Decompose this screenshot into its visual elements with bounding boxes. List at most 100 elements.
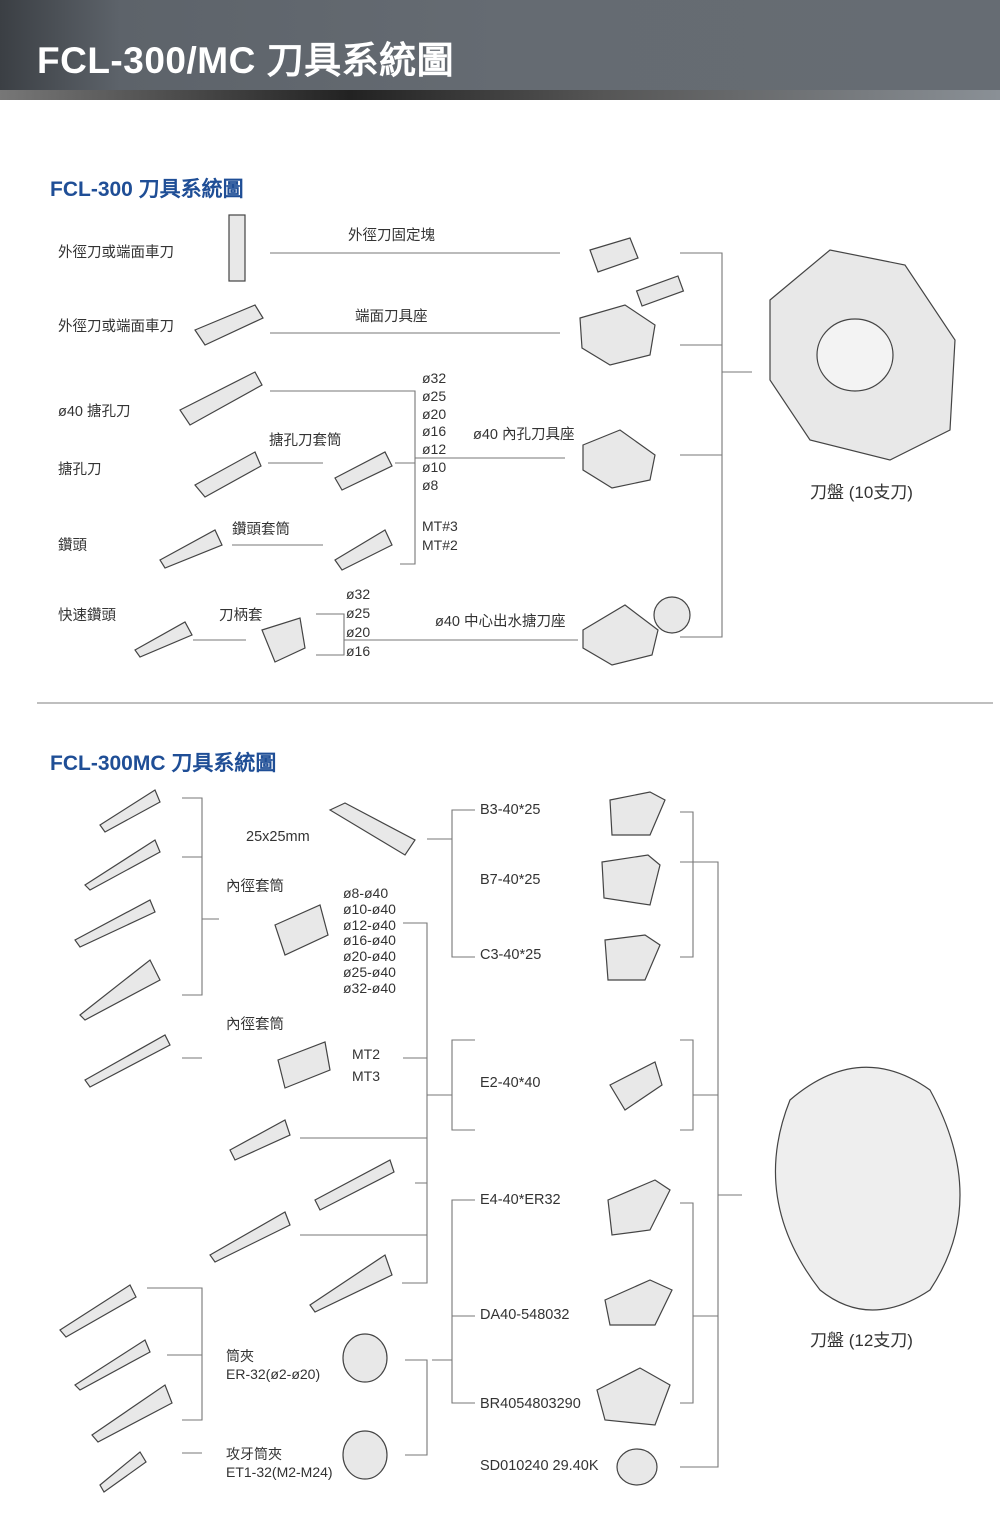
id-sleeve-size-list: ø8-ø40 ø10-ø40 ø12-ø40 ø16-ø40 ø20-ø40 ø… bbox=[343, 885, 396, 997]
b7-holder-icon bbox=[601, 854, 661, 906]
section1-title: FCL-300 刀具系統圖 bbox=[50, 178, 244, 201]
end-mill-icon bbox=[309, 1254, 393, 1313]
mt-size: MT3 bbox=[352, 1068, 380, 1084]
section1-tools bbox=[134, 214, 956, 666]
tap-collet-spec: ET1-32(M2-M24) bbox=[226, 1463, 333, 1480]
flange-icon bbox=[653, 596, 691, 634]
banner-strip bbox=[0, 90, 1000, 100]
e2-holder-icon bbox=[609, 1061, 663, 1111]
boring-sleeve-icon bbox=[334, 451, 393, 491]
drill-icon bbox=[159, 529, 223, 569]
boring-bar-icon bbox=[194, 451, 262, 498]
bore-size: ø32 bbox=[422, 370, 447, 386]
shank-size: ø20 bbox=[346, 624, 371, 640]
collet-name: 筒夾 bbox=[226, 1348, 254, 1364]
quick-drill-icon bbox=[209, 1211, 291, 1263]
shank-sleeve-icon bbox=[261, 617, 306, 663]
id-sleeve-icon bbox=[274, 904, 329, 956]
quick-drill-icon bbox=[134, 621, 193, 658]
collet-spec: ER-32(ø2-ø20) bbox=[226, 1365, 321, 1382]
label-face-tool: 外徑刀或端面車刀 bbox=[58, 319, 174, 335]
header-banner: FCL-300/MC 刀具系統圖 bbox=[0, 0, 1000, 100]
face-holder-icon bbox=[579, 304, 656, 366]
shank-size: ø25 bbox=[346, 605, 371, 621]
quick-drill-icon bbox=[74, 899, 156, 948]
id-sleeve-size: ø16-ø40 bbox=[343, 932, 396, 949]
mt-sleeve-icon bbox=[277, 1041, 331, 1089]
id-sleeve-size: ø10-ø40 bbox=[343, 900, 396, 917]
clamp-block-icon bbox=[635, 275, 685, 307]
drill-icon bbox=[84, 839, 161, 891]
label-coolant-holder: ø40 中心出水搪刀座 bbox=[435, 614, 566, 630]
label-id-sleeve-1: 內徑套筒 bbox=[226, 879, 284, 895]
mt-size: MT#3 bbox=[422, 518, 458, 534]
section2-title: FCL-300MC 刀具系統圖 bbox=[50, 752, 277, 775]
label-od-block: 外徑刀固定塊 bbox=[348, 228, 435, 244]
label-drill: 鑽頭 bbox=[58, 538, 87, 554]
label-boring-40: ø40 搪孔刀 bbox=[58, 404, 131, 420]
label-id-sleeve-2: 內徑套筒 bbox=[226, 1017, 284, 1033]
label-drill-sleeve: 鑽頭套筒 bbox=[232, 522, 290, 538]
bore-size: ø8 bbox=[422, 476, 439, 493]
shank-size-list: ø32 ø25 ø20 ø16 bbox=[346, 585, 370, 661]
collet-label: 筒夾 ER-32(ø2-ø20) bbox=[226, 1348, 320, 1384]
label-tool-size: 25x25mm bbox=[246, 829, 310, 845]
drill-icon bbox=[314, 1159, 395, 1211]
shank-size: ø32 bbox=[346, 586, 371, 602]
turret-12-label: 刀盤 (12支刀) bbox=[810, 1331, 913, 1350]
id-sleeve-size: ø8-ø40 bbox=[343, 885, 389, 901]
page-title: FCL-300/MC 刀具系統圖 bbox=[37, 40, 455, 81]
od-tool-icon bbox=[228, 214, 246, 282]
section2-tools bbox=[59, 789, 961, 1493]
drill-icon bbox=[59, 1284, 137, 1338]
id-sleeve-size: ø32-ø40 bbox=[343, 979, 396, 996]
label-quick-drill: 快速鑽頭 bbox=[58, 608, 116, 624]
holder-sd: SD010240 29.40K bbox=[480, 1458, 599, 1474]
label-boring: 搪孔刀 bbox=[58, 462, 102, 478]
bore-size: ø10 bbox=[422, 458, 447, 475]
boring-bar-icon bbox=[99, 789, 161, 833]
turret-10-label: 刀盤 (10支刀) bbox=[810, 483, 913, 502]
c3-holder-icon bbox=[604, 934, 661, 981]
br-holder-icon bbox=[596, 1367, 671, 1426]
da40-holder-icon bbox=[604, 1279, 673, 1326]
drill-sleeve-icon bbox=[334, 529, 393, 571]
bore-size: ø16 bbox=[422, 423, 447, 440]
e4-holder-icon bbox=[607, 1179, 671, 1236]
turret-12-icon bbox=[774, 1066, 961, 1311]
mt-list: MT2 MT3 bbox=[352, 1043, 380, 1087]
id-sleeve-size: ø12-ø40 bbox=[343, 916, 396, 933]
face-tool-icon bbox=[194, 304, 264, 346]
end-mill-icon bbox=[79, 959, 161, 1021]
boring-bar-icon bbox=[229, 1119, 291, 1161]
label-face-holder: 端面刀具座 bbox=[355, 309, 428, 325]
section1-lines bbox=[193, 252, 752, 656]
holder-br: BR4054803290 bbox=[480, 1396, 581, 1412]
sd-plug-icon bbox=[616, 1448, 658, 1486]
tap-collet-icon bbox=[342, 1430, 388, 1480]
label-id-holder: ø40 內孔刀具座 bbox=[473, 427, 575, 443]
label-boring-sleeve: 搪孔刀套筒 bbox=[269, 433, 342, 449]
od-block-icon bbox=[589, 237, 639, 273]
quick-drill-icon bbox=[74, 1339, 151, 1391]
holder-e4: E4-40*ER32 bbox=[480, 1192, 561, 1208]
drill-icon bbox=[84, 1034, 171, 1088]
holder-b7: B7-40*25 bbox=[480, 872, 541, 888]
end-mill-icon bbox=[91, 1384, 173, 1443]
b3-holder-icon bbox=[609, 791, 666, 836]
holder-b3: B3-40*25 bbox=[480, 802, 541, 818]
id-sleeve-size: ø25-ø40 bbox=[343, 963, 396, 980]
bore-size-list: ø32 ø25 ø20 ø16 ø12 ø10 ø8 bbox=[422, 370, 446, 495]
coolant-holder-icon bbox=[582, 604, 659, 666]
bore-size: ø20 bbox=[422, 405, 447, 422]
tap-collet-name: 攻牙筒夾 bbox=[226, 1446, 282, 1462]
holder-da40: DA40-548032 bbox=[480, 1307, 570, 1323]
label-shank-sleeve: 刀柄套 bbox=[219, 608, 263, 624]
boring-bar-40-icon bbox=[179, 371, 263, 426]
tap-icon bbox=[99, 1451, 147, 1493]
mt-size: MT#2 bbox=[422, 537, 458, 553]
mt-size: MT2 bbox=[352, 1046, 380, 1062]
section2-lines bbox=[147, 797, 742, 1468]
